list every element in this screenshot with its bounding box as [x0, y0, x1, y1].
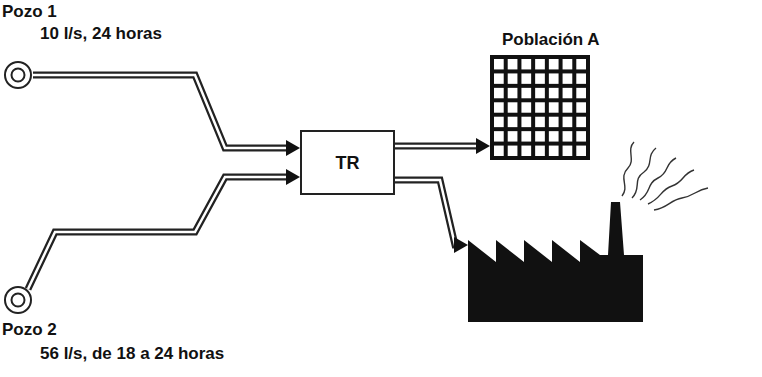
- town-cell: [521, 146, 531, 156]
- town-grid: Población A: [490, 55, 590, 160]
- town-cell: [535, 117, 545, 127]
- flow-note: 10 l/s, 24 horas: [40, 24, 162, 44]
- town-cell: [563, 102, 573, 112]
- town-cell: [535, 102, 545, 112]
- node-heading: Pozo 1: [2, 2, 57, 22]
- well-outer: [5, 287, 31, 313]
- factory-building: [468, 202, 643, 322]
- arrowhead: [286, 169, 300, 185]
- factory-symbol-outline: [468, 200, 643, 322]
- town-cell: [576, 146, 586, 156]
- town-cell: [549, 146, 559, 156]
- pipe-bore: [395, 145, 478, 148]
- arrowhead: [454, 237, 468, 253]
- town-cell: [521, 131, 531, 141]
- well-inner: [12, 69, 25, 82]
- town-cell: [508, 102, 518, 112]
- factory-symbol: [468, 200, 643, 322]
- town-cell: [508, 88, 518, 98]
- pipe-wall: [33, 75, 288, 148]
- town-cell: [549, 117, 559, 127]
- town-cell: [508, 131, 518, 141]
- town-cell: [494, 73, 504, 83]
- town-grid-outline: [490, 55, 590, 160]
- smoke-line: [648, 170, 694, 204]
- smoke-line: [622, 142, 634, 196]
- town-cell: [494, 117, 504, 127]
- smoke: [622, 142, 708, 210]
- town-cell: [563, 88, 573, 98]
- pipe-bore: [33, 75, 288, 148]
- box-label: TR: [336, 153, 360, 173]
- town-cell: [563, 117, 573, 127]
- node-heading: Población A: [502, 30, 600, 50]
- town-cell: [521, 102, 531, 112]
- town-cell: [549, 102, 559, 112]
- smoke-line: [632, 148, 656, 198]
- well-symbol: Pozo 256 l/s, de 18 a 24 horas: [3, 285, 33, 315]
- town-cell: [563, 131, 573, 141]
- well-outer: [5, 62, 31, 88]
- town-block: [490, 55, 590, 160]
- town-cell: [535, 88, 545, 98]
- town-cell: [576, 131, 586, 141]
- pipe-connector: [33, 75, 300, 156]
- town-cell: [549, 88, 559, 98]
- flow-note: 56 l/s, de 18 a 24 horas: [40, 344, 224, 364]
- town-cell: [535, 131, 545, 141]
- town-cell: [576, 117, 586, 127]
- pipe-wall: [395, 143, 478, 150]
- town-cell: [508, 59, 518, 69]
- pipe-connector: [28, 169, 300, 289]
- town-cell: [576, 73, 586, 83]
- pipe-wall: [395, 180, 456, 245]
- town-cell: [563, 73, 573, 83]
- well-symbol: Pozo 110 l/s, 24 horas: [3, 60, 33, 90]
- town-cell: [494, 102, 504, 112]
- town-cell: [576, 88, 586, 98]
- pipe-bore: [395, 180, 456, 245]
- town-cell: [535, 59, 545, 69]
- pipe-connector: [395, 180, 468, 253]
- town-cell: [521, 73, 531, 83]
- town-cell: [508, 73, 518, 83]
- town-cell: [521, 117, 531, 127]
- town-cell: [535, 146, 545, 156]
- town-cell: [494, 88, 504, 98]
- town-cell: [549, 59, 559, 69]
- smoke-line: [654, 188, 708, 210]
- town-cell: [576, 59, 586, 69]
- town-cell: [521, 59, 531, 69]
- town-cell: [494, 131, 504, 141]
- pipe-connector: [395, 138, 490, 154]
- town-cell: [521, 88, 531, 98]
- well-symbol-outline: [3, 285, 33, 315]
- town-cell: [494, 59, 504, 69]
- tank-box: TR: [300, 130, 395, 195]
- town-cell: [494, 146, 504, 156]
- pipe-wall: [28, 177, 288, 289]
- town-cell: [508, 146, 518, 156]
- node-heading: Pozo 2: [2, 320, 57, 340]
- well-inner: [12, 294, 25, 307]
- arrowhead: [286, 140, 300, 156]
- town-cell: [549, 73, 559, 83]
- arrowhead: [476, 138, 490, 154]
- town-cell: [508, 117, 518, 127]
- pipe-bore: [28, 177, 288, 289]
- town-cell: [563, 146, 573, 156]
- well-symbol-outline: [3, 60, 33, 90]
- town-cell: [535, 73, 545, 83]
- town-cell: [563, 59, 573, 69]
- town-cell: [549, 131, 559, 141]
- town-cell: [576, 102, 586, 112]
- smoke-line: [640, 158, 676, 200]
